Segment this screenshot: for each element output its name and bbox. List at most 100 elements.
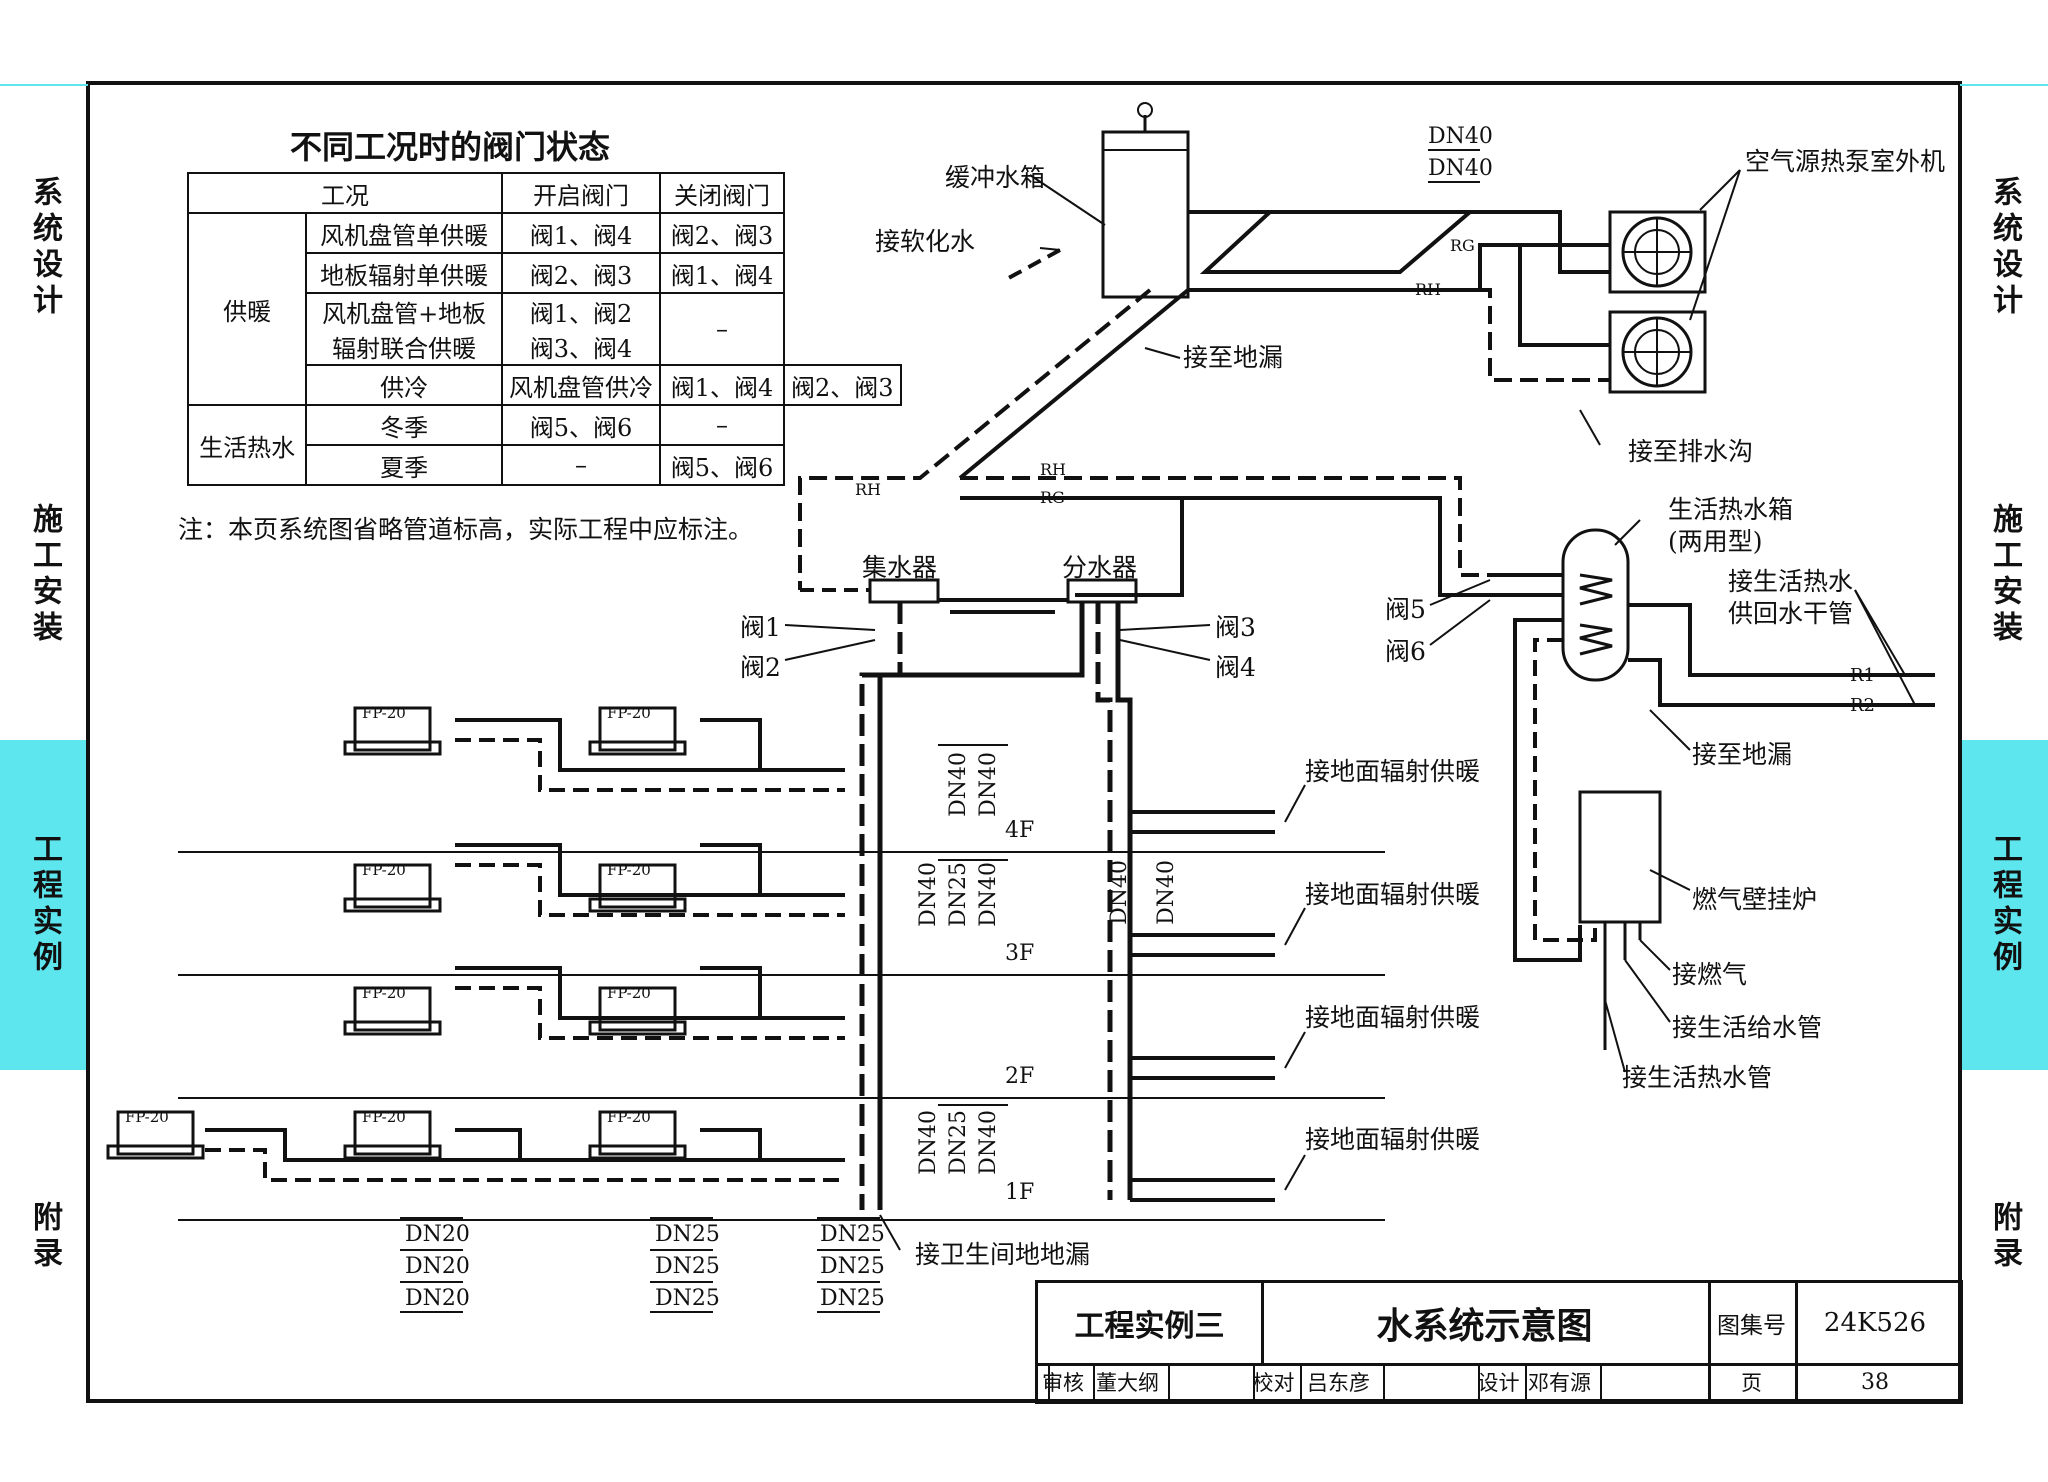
dn-bottom: DN25 [820, 1286, 885, 1311]
dn-bottom: DN25 [820, 1222, 885, 1247]
dn-label-boxes [400, 149, 1480, 1313]
table-note: 注：本页系统图省略管道标高，实际工程中应标注。 [178, 515, 754, 544]
mode-line: 辐射联合供暖 [332, 335, 477, 363]
label-heat-pump: 空气源热泵室外机 [1745, 147, 1946, 176]
floor-label: 2F [1005, 1064, 1035, 1089]
heat-pump-pipes [1188, 210, 1610, 382]
designer-name: 邓有源 [1528, 1371, 1591, 1395]
tab-appendix-left[interactable]: 附录 [27, 1201, 62, 1273]
closed-cell: 阀5、阀6 [659, 444, 785, 486]
open-cell: 阀1、阀4 [501, 212, 661, 254]
dhw-tank [1561, 528, 1630, 682]
mode-cell: 地板辐射单供暖 [305, 252, 503, 294]
tab-appendix-right[interactable]: 附录 [1987, 1201, 2022, 1273]
buffer-tank [1101, 130, 1190, 299]
label-soft-water: 接软化水 [875, 227, 976, 256]
open-cell: – [501, 444, 661, 486]
rh-rg-mains [960, 476, 1500, 597]
label-radiant-4f: 接地面辐射供暖 [1305, 757, 1481, 786]
fan-coil-units [106, 706, 687, 1160]
design-label: 设计 [1477, 1371, 1520, 1395]
table-title: 不同工况时的阀门状态 [290, 128, 611, 166]
fcu-tag: FP-20 [607, 1108, 651, 1126]
fcu-tag: FP-20 [362, 1108, 406, 1126]
fcu-tag: FP-20 [362, 984, 406, 1002]
header-closed: 关闭阀门 [659, 172, 785, 214]
label-valve-3: 阀3 [1215, 613, 1256, 642]
dn-top: DN40 [1428, 156, 1493, 181]
dn-bottom: DN25 [655, 1286, 720, 1311]
tab-system-design-left[interactable]: 系统设计 [27, 175, 62, 320]
reviewer-name: 董大纲 [1096, 1371, 1159, 1395]
label-valve-1: 阀1 [740, 613, 781, 642]
tag-rh: RH [1415, 280, 1441, 299]
valve-state-table: 工况 开启阀门 关闭阀门 供暖 风机盘管单供暖 阀1、阀4 阀2、阀3 地板辐射… [186, 172, 902, 486]
project-name: 工程实例三 [1074, 1309, 1225, 1344]
leader-lines [784, 169, 1916, 1251]
tag-r2: R2 [1850, 695, 1876, 716]
page-label: 页 [1741, 1371, 1762, 1395]
group-heating: 供暖 [186, 212, 308, 406]
heat-pump-unit-1 [1608, 210, 1707, 294]
label-floor-drain: 接至地漏 [1183, 343, 1284, 372]
checker-name: 吕东彦 [1307, 1371, 1370, 1395]
floor-label: 1F [1005, 1180, 1035, 1205]
open-cell: 阀5、阀6 [501, 404, 661, 446]
floor-label: 4F [1005, 818, 1035, 843]
dn-bottom: DN20 [405, 1222, 470, 1247]
tag-r1: R1 [1850, 665, 1876, 686]
dn-riser: DN25 [946, 862, 971, 927]
fcu-tag: FP-20 [607, 704, 651, 722]
dn-riser: DN40 [976, 752, 1001, 817]
label-radiant-1f: 接地面辐射供暖 [1305, 1125, 1481, 1154]
tank-diagonal-pipes [798, 248, 1190, 590]
label-dhw-tank-type: (两用型) [1668, 527, 1763, 556]
heat-pump-unit-2 [1608, 310, 1707, 394]
label-valve-6: 阀6 [1385, 637, 1426, 666]
review-label: 审核 [1042, 1371, 1084, 1395]
tab-system-design-right[interactable]: 系统设计 [1987, 175, 2022, 320]
closed-cell: – [659, 292, 785, 366]
page-number: 38 [1861, 1369, 1889, 1395]
tab-examples-right[interactable]: 工程实例 [1960, 740, 2048, 1070]
group-cooling: 供冷 [305, 364, 503, 406]
tab-examples-left[interactable]: 工程实例 [0, 740, 88, 1070]
closed-cell: 阀1、阀4 [659, 252, 785, 294]
label-valve-5: 阀5 [1385, 595, 1426, 624]
dn-bottom: DN25 [655, 1222, 720, 1247]
dn-bottom: DN20 [405, 1286, 470, 1311]
dn-riser: DN40 [976, 862, 1001, 927]
drawing-frame [86, 81, 1962, 1403]
group-hotwater: 生活热水 [186, 404, 308, 486]
tab-construction-left[interactable]: 施工安装 [27, 502, 62, 647]
label-drain-ditch: 接至排水沟 [1628, 437, 1754, 466]
atlas-label: 图集号 [1717, 1313, 1786, 1339]
dn-riser: DN40 [916, 1110, 941, 1175]
fcu-tag: FP-20 [125, 1108, 169, 1126]
atlas-number: 24K526 [1823, 1308, 1927, 1338]
drawing-title: 水系统示意图 [1376, 1305, 1593, 1347]
mode-cell: 风机盘管供冷 [501, 364, 661, 406]
dn-bottom: DN25 [655, 1254, 720, 1279]
check-label: 校对 [1252, 1371, 1295, 1395]
mode-cell: 冬季 [305, 404, 503, 446]
label-cold-water: 接生活给水管 [1672, 1013, 1823, 1042]
tag-rh: RH [1040, 460, 1066, 479]
closed-cell: 阀2、阀3 [783, 364, 902, 406]
fcu-tag: FP-20 [362, 704, 406, 722]
fcu-tag: FP-20 [607, 984, 651, 1002]
tab-construction-right[interactable]: 施工安装 [1987, 502, 2022, 647]
dn-riser: DN40 [946, 752, 971, 817]
floor-label: 3F [1005, 941, 1035, 966]
label-floor-drain-2: 接至地漏 [1692, 740, 1793, 769]
dn-bottom: DN20 [405, 1254, 470, 1279]
open-cell: 阀2、阀3 [501, 252, 661, 294]
open-cell: 阀1、阀4 [659, 364, 785, 406]
header-open: 开启阀门 [501, 172, 661, 214]
label-dhw-main-2: 供回水干管 [1728, 599, 1854, 628]
title-block [1035, 1280, 1963, 1404]
label-radiant-2f: 接地面辐射供暖 [1305, 1003, 1481, 1032]
header-mode: 工况 [187, 172, 503, 214]
floor-lines [178, 851, 1385, 1221]
